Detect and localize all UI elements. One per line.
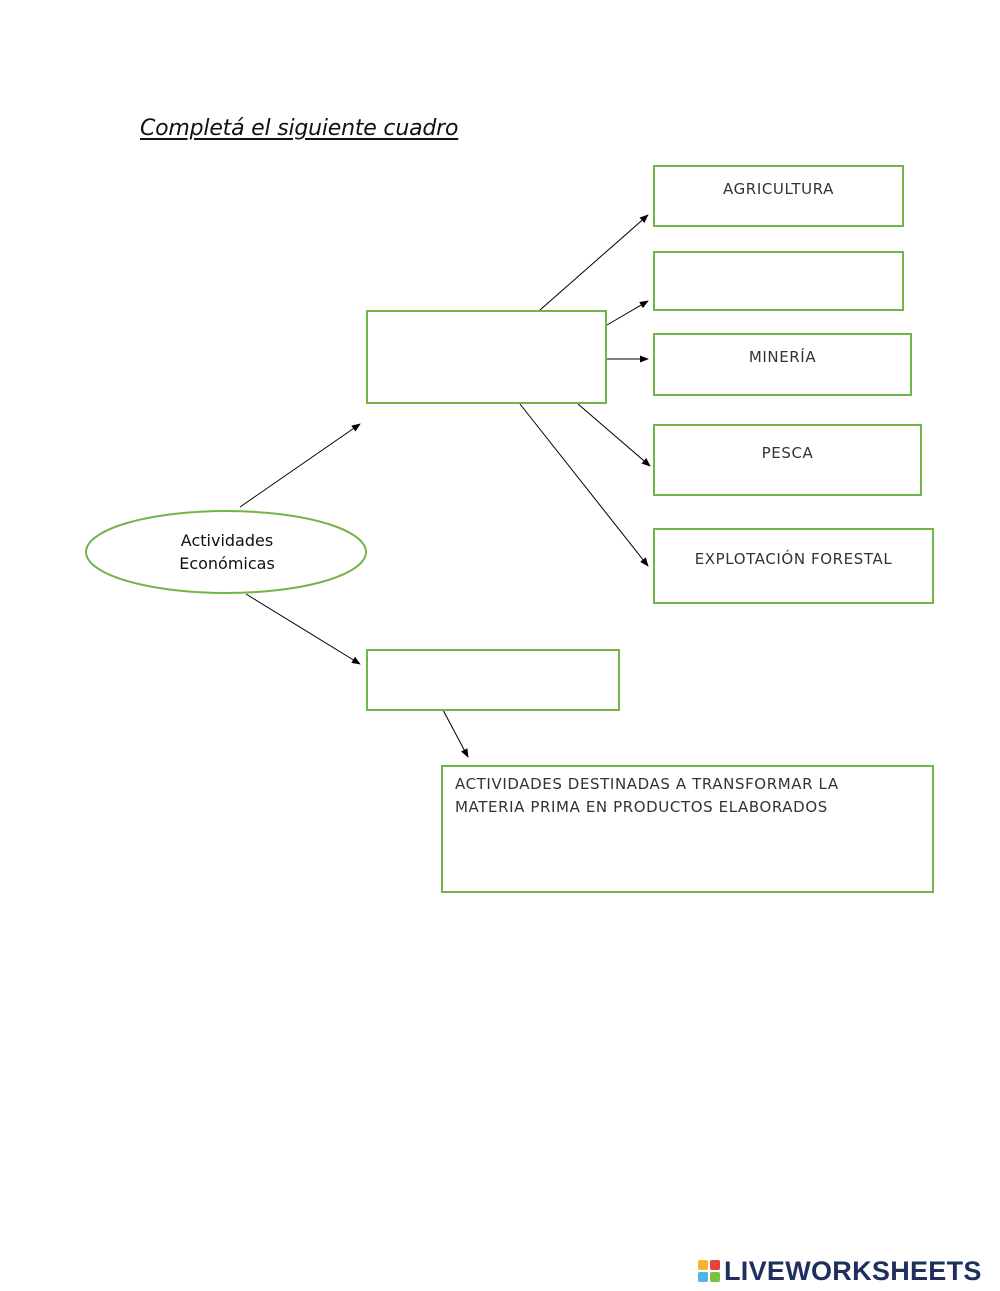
sub-box-agricultura: AGRICULTURA: [653, 165, 904, 227]
liveworksheets-logo-icon: [698, 1260, 720, 1282]
sub-box-pesca: PESCA: [653, 424, 922, 496]
description-line-1: ACTIVIDADES DESTINADAS A TRANSFORMAR LA: [455, 775, 839, 793]
root-node-line2: Económicas: [179, 554, 275, 573]
sub-box-explotacion-forestal: EXPLOTACIÓN FORESTAL: [653, 528, 934, 604]
arrow-root-to-primary: [239, 423, 361, 508]
secondary-activity-answer-box[interactable]: [366, 649, 620, 711]
liveworksheets-logo-text: LIVEWORKSHEETS: [724, 1255, 982, 1286]
primary-activity-answer-box[interactable]: [366, 310, 607, 404]
arrow-to-pesca: [577, 403, 651, 467]
arrow-secondary-to-description: [442, 709, 469, 758]
arrow-root-to-secondary: [245, 593, 361, 665]
sub-box-mineria: MINERÍA: [653, 333, 912, 396]
arrow-to-blank-box: [606, 300, 649, 326]
sub-box-blank-answer[interactable]: [653, 251, 904, 311]
worksheet-title: Completá el siguiente cuadro: [140, 116, 459, 141]
root-node-line1: Actividades: [180, 530, 274, 550]
root-node-label: Actividades Económicas: [88, 512, 366, 592]
root-ellipse: [85, 510, 367, 594]
description-line-2: MATERIA PRIMA EN PRODUCTOS ELABORADOS: [455, 798, 828, 817]
arrow-to-explotacion: [519, 403, 649, 567]
liveworksheets-logo: LIVEWORKSHEETS: [698, 1254, 982, 1288]
arrow-to-agricultura: [539, 214, 649, 311]
description-box: ACTIVIDADES DESTINADAS A TRANSFORMAR LA …: [441, 765, 934, 893]
